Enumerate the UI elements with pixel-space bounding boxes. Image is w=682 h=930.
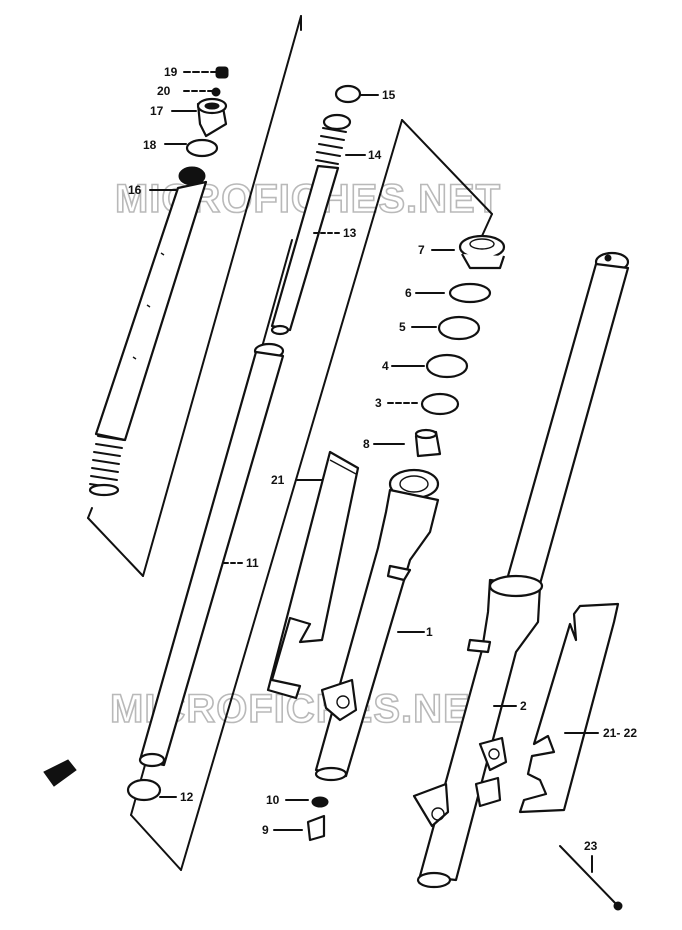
- callout-3: 3: [375, 396, 382, 410]
- callout-4: 4: [382, 359, 389, 373]
- callout-21-22: 21- 22: [603, 726, 637, 740]
- part-15-seal: [334, 84, 379, 104]
- callout-7: 7: [418, 243, 425, 257]
- part-16-damper-rod: [88, 166, 208, 497]
- part-12-ring: [126, 778, 177, 802]
- callout-12: 12: [180, 790, 194, 804]
- part-21-cover: [266, 450, 360, 700]
- callout-21: 21: [271, 473, 285, 487]
- part-4-washer: [391, 353, 469, 379]
- callout-20: 20: [157, 84, 171, 98]
- part-17-cap: [171, 97, 228, 138]
- callout-13: 13: [343, 226, 357, 240]
- callout-18: 18: [143, 138, 157, 152]
- callout-14: 14: [368, 148, 382, 162]
- part-21-22-cover: [518, 602, 620, 814]
- callout-1: 1: [426, 625, 433, 639]
- part-18-oring: [164, 138, 219, 158]
- part-6-circlip: [415, 282, 492, 304]
- callout-8: 8: [363, 437, 370, 451]
- part-5-oil-seal: [411, 315, 481, 341]
- part-3-bush: [387, 392, 460, 416]
- part-11-fork-tube: [138, 342, 285, 768]
- part-9-bolt: [273, 814, 326, 842]
- callout-5: 5: [399, 320, 406, 334]
- part-2-inner-tube: [412, 251, 630, 889]
- part-19-bolt: [183, 66, 229, 79]
- callout-16: 16: [128, 183, 142, 197]
- callout-11: 11: [246, 556, 259, 570]
- callout-10: 10: [266, 793, 280, 807]
- callout-2: 2: [520, 699, 527, 713]
- callout-6: 6: [405, 286, 412, 300]
- callout-9: 9: [262, 823, 269, 837]
- part-20-washer: [183, 87, 221, 97]
- part-7-seal: [431, 234, 506, 270]
- group-outline-left: [87, 15, 302, 577]
- callout-19: 19: [164, 65, 178, 79]
- part-10-washer: [285, 796, 329, 808]
- callout-17: 17: [150, 104, 164, 118]
- part-1-fork-leg: [314, 468, 440, 782]
- part-14-13-inner-rod: [270, 113, 366, 336]
- callout-15: 15: [382, 88, 396, 102]
- part-23-pin: [559, 845, 623, 911]
- part-8-lock-piece: [373, 428, 442, 458]
- direction-arrow-icon: [43, 759, 77, 787]
- callout-23: 23: [584, 839, 598, 853]
